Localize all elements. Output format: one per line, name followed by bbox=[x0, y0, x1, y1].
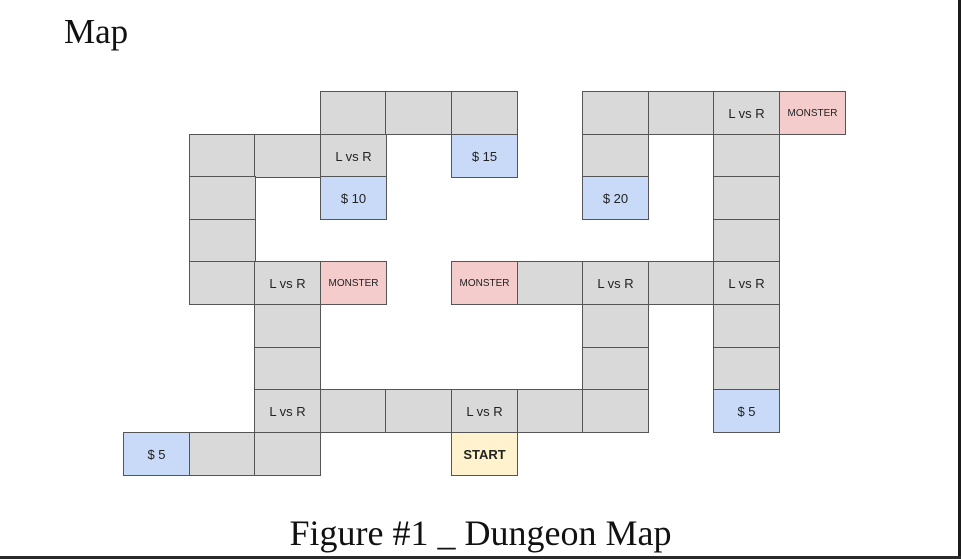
duel-tile: L vs R bbox=[451, 389, 518, 433]
corridor-tile bbox=[517, 261, 584, 305]
frame-right-border bbox=[958, 0, 961, 559]
duel-tile: L vs R bbox=[582, 261, 649, 305]
corridor-tile bbox=[385, 91, 452, 135]
corridor-tile bbox=[582, 134, 649, 178]
corridor-tile bbox=[254, 134, 321, 178]
corridor-tile bbox=[713, 219, 780, 263]
corridor-tile bbox=[320, 389, 387, 433]
corridor-tile bbox=[582, 91, 649, 135]
corridor-tile bbox=[189, 219, 256, 263]
corridor-tile bbox=[254, 304, 321, 348]
corridor-tile bbox=[582, 389, 649, 433]
monster-tile: MONSTER bbox=[451, 261, 518, 305]
page-title: Map bbox=[64, 12, 129, 51]
corridor-tile bbox=[648, 261, 715, 305]
corridor-tile bbox=[254, 347, 321, 391]
corridor-tile bbox=[189, 261, 256, 305]
corridor-tile bbox=[320, 91, 387, 135]
corridor-tile bbox=[648, 91, 715, 135]
duel-tile: L vs R bbox=[320, 134, 387, 178]
duel-tile: L vs R bbox=[713, 91, 780, 135]
money-tile: $ 20 bbox=[582, 176, 649, 220]
duel-tile: L vs R bbox=[254, 389, 321, 433]
monster-tile: MONSTER bbox=[779, 91, 846, 135]
corridor-tile bbox=[713, 176, 780, 220]
duel-tile: L vs R bbox=[254, 261, 321, 305]
figure-caption: Figure #1 _ Dungeon Map bbox=[289, 513, 672, 553]
corridor-tile bbox=[189, 134, 256, 178]
corridor-tile bbox=[517, 389, 584, 433]
corridor-tile bbox=[713, 134, 780, 178]
start-tile: START bbox=[451, 432, 518, 476]
money-tile: $ 5 bbox=[713, 389, 780, 433]
corridor-tile bbox=[713, 347, 780, 391]
frame-bottom-border bbox=[0, 556, 961, 559]
money-tile: $ 10 bbox=[320, 176, 387, 220]
corridor-tile bbox=[713, 304, 780, 348]
money-tile: $ 5 bbox=[123, 432, 190, 476]
corridor-tile bbox=[582, 304, 649, 348]
corridor-tile bbox=[451, 91, 518, 135]
duel-tile: L vs R bbox=[713, 261, 780, 305]
corridor-tile bbox=[254, 432, 321, 476]
corridor-tile bbox=[189, 176, 256, 220]
corridor-tile bbox=[582, 347, 649, 391]
money-tile: $ 15 bbox=[451, 134, 518, 178]
monster-tile: MONSTER bbox=[320, 261, 387, 305]
corridor-tile bbox=[189, 432, 256, 476]
corridor-tile bbox=[385, 389, 452, 433]
